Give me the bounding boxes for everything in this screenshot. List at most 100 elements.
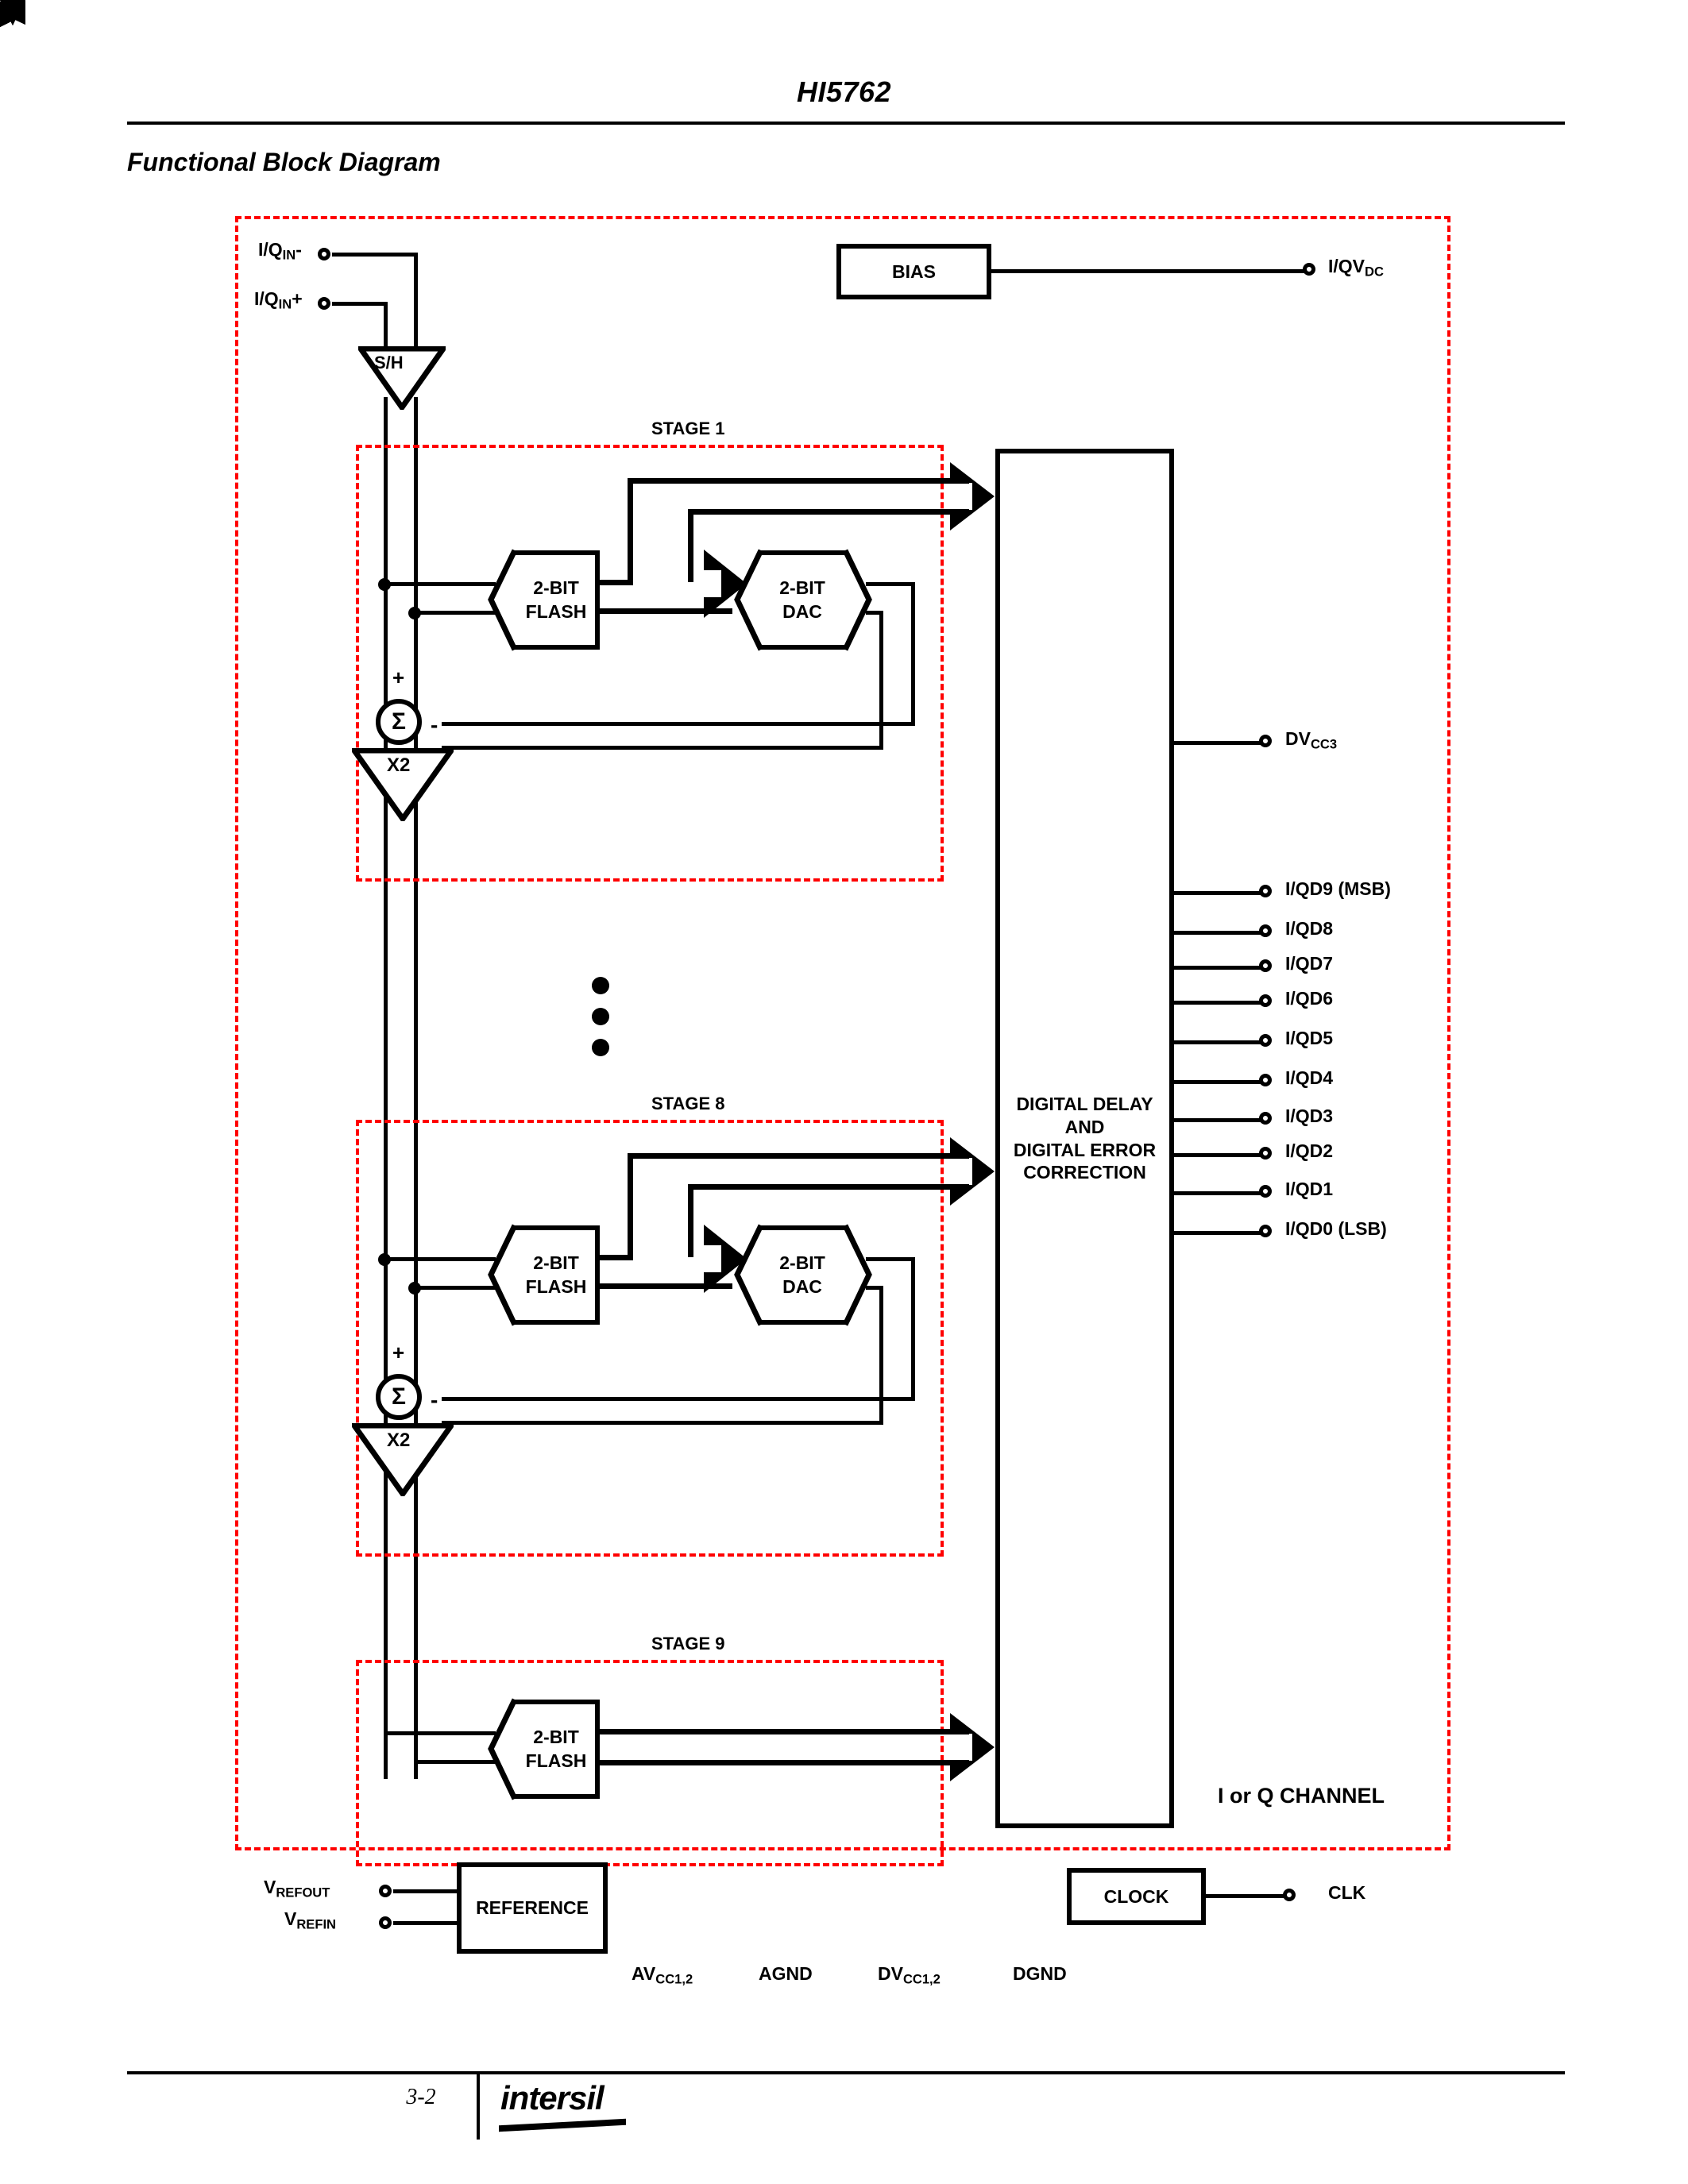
wire-clock-out (1206, 1894, 1285, 1898)
wire-output-6 (1174, 1118, 1261, 1122)
digital-delay-line4: CORRECTION (1023, 1162, 1146, 1183)
stage-1-flash-to-digital-v (628, 478, 633, 585)
footer-rule (127, 2071, 1565, 2074)
wire-vrefin (393, 1921, 458, 1925)
stage-9-in-wire-b (414, 1760, 496, 1764)
stage-1-dac-fb-a-v (911, 582, 915, 726)
stage-8-dac-fb-a-h (866, 1257, 915, 1261)
stage-1-gain-block (352, 748, 454, 821)
stage-8-flash-right-edge (595, 1225, 600, 1325)
stage-1-dac-right-edge (840, 548, 874, 652)
reference-pin-vrefout (379, 1885, 392, 1897)
stage-9-digital-arrowhead (948, 1711, 999, 1783)
wire-in-minus-h (332, 253, 418, 257)
wire-output-8 (1174, 1191, 1261, 1195)
stage-8-digital-bus-bot (688, 1184, 969, 1190)
clock-block: CLOCK (1067, 1868, 1206, 1925)
supply-label-dvcc3: DVCC3 (1285, 728, 1338, 752)
stage-8-dac-left-edge (732, 1223, 764, 1327)
wire-in-plus-h (332, 302, 388, 306)
stage-9-in-wire-a (384, 1731, 496, 1735)
output-label-9: I/QD0 (LSB) (1285, 1218, 1387, 1239)
stage-1-flash-to-dac-wire (597, 608, 732, 614)
page-title: HI5762 (796, 75, 892, 108)
header-rule (127, 122, 1565, 125)
wire-output-3 (1174, 1001, 1261, 1005)
clock-label-clk: CLK (1328, 1882, 1366, 1903)
stage-1-dac-line1: 2-BIT (779, 577, 825, 598)
stage-1-dac-fb-a-back (442, 722, 915, 726)
wire-dvcc3 (1174, 741, 1261, 745)
wire-output-0 (1174, 891, 1261, 895)
stage-8-dac-fb-a-v (911, 1257, 915, 1401)
stage-8-gain-block (352, 1423, 454, 1496)
stage-8-dac-line1: 2-BIT (779, 1252, 825, 1273)
stage-9-flash-left-edge (486, 1697, 518, 1801)
stage-9-out-wire-b (597, 1760, 969, 1765)
stage-8-flash-block: 2-BIT FLASH (512, 1225, 600, 1325)
ellipsis-dot-1 (592, 977, 609, 994)
channel-label: I or Q CHANNEL (1218, 1784, 1385, 1808)
input-pin-iq-in-minus (318, 248, 330, 260)
stage-9-label: STAGE 9 (651, 1634, 725, 1653)
stage-8-sum-minus-sign: - (431, 1387, 438, 1412)
digital-delay-line3: DIGITAL ERROR (1013, 1139, 1157, 1160)
output-label-iqvdc: I/QVDC (1328, 256, 1384, 280)
output-pin-i-qd0 (1259, 1225, 1272, 1237)
stage-1-digital-arrowhead (948, 461, 999, 532)
digital-delay-block: DIGITAL DELAY AND DIGITAL ERROR CORRECTI… (995, 449, 1174, 1828)
stage-9-flash-line2: FLASH (525, 1750, 587, 1771)
stage-8-gain-label: X2 (387, 1430, 411, 1451)
wire-output-2 (1174, 966, 1261, 970)
output-pin-i-qd2 (1259, 1147, 1272, 1160)
output-label-8: I/QD1 (1285, 1179, 1334, 1199)
output-pin-i-qd4 (1259, 1074, 1272, 1086)
wire-output-1 (1174, 931, 1261, 935)
stage-1-flash-line2: FLASH (525, 600, 587, 622)
stage-1-gain-label: X2 (387, 754, 411, 776)
stage-9-flash-block: 2-BIT FLASH (512, 1700, 600, 1799)
output-pin-i-qd8 (1259, 924, 1272, 937)
output-label-7: I/QD2 (1285, 1140, 1334, 1161)
supply-label-0: AVCC1,2 (632, 1963, 693, 1987)
stage-8-dac-right-edge (840, 1223, 874, 1327)
reference-block: REFERENCE (457, 1862, 608, 1954)
stage-1-dac-fb-b-v (879, 611, 883, 750)
wire-in-minus-v (414, 253, 418, 348)
stage-1-digital-bus-bot (688, 509, 969, 515)
stage-8-sum-plus-sign: + (392, 1341, 405, 1364)
stage-1-sum-node: Σ (376, 699, 422, 745)
output-pin-i-qd9 (1259, 885, 1272, 897)
stage-8-digital-arrowhead (948, 1136, 999, 1207)
stage-8-flash-to-dac-wire (597, 1283, 732, 1289)
supply-pin-dvcc3 (1259, 735, 1272, 747)
sample-hold-label: S/H (374, 353, 404, 372)
stage-8-digital-bus-top (628, 1153, 969, 1159)
input-label-iq-in-minus: I/QIN- (258, 239, 302, 263)
clock-pin-clk (1283, 1889, 1296, 1901)
stage-1-in-wire-b (415, 611, 496, 615)
ellipsis-dot-2 (592, 1008, 609, 1025)
wire-output-7 (1174, 1153, 1261, 1157)
input-label-iq-in-plus: I/QIN+ (254, 288, 303, 312)
reference-label-vrefout: VREFOUT (264, 1877, 330, 1900)
output-label-3: I/QD6 (1285, 988, 1334, 1009)
stage-1-digital-bus-bot-v (688, 509, 693, 582)
output-pin-i-qd3 (1259, 1112, 1272, 1125)
section-title: Functional Block Diagram (127, 148, 441, 176)
stage-1-dac-line2: DAC (782, 600, 822, 622)
stage-1-sum-plus-sign: + (392, 666, 405, 689)
stage-8-dac-block: 2-BIT DAC (759, 1225, 846, 1325)
sample-hold-block (358, 346, 446, 410)
stage-1-flash-to-dac-arrow (702, 548, 750, 619)
stage-1-flash-to-digital-h (597, 580, 632, 585)
output-label-6: I/QD3 (1285, 1106, 1334, 1126)
stage-8-in-wire-a (384, 1257, 496, 1261)
stage-1-dac-block: 2-BIT DAC (759, 550, 846, 650)
stage-8-dac-fb-b-v (879, 1286, 883, 1425)
wire-vrefout (393, 1889, 458, 1893)
output-label-4: I/QD5 (1285, 1028, 1334, 1048)
output-pin-i-qd7 (1259, 959, 1272, 972)
supply-label-1: AGND (759, 1963, 813, 1984)
